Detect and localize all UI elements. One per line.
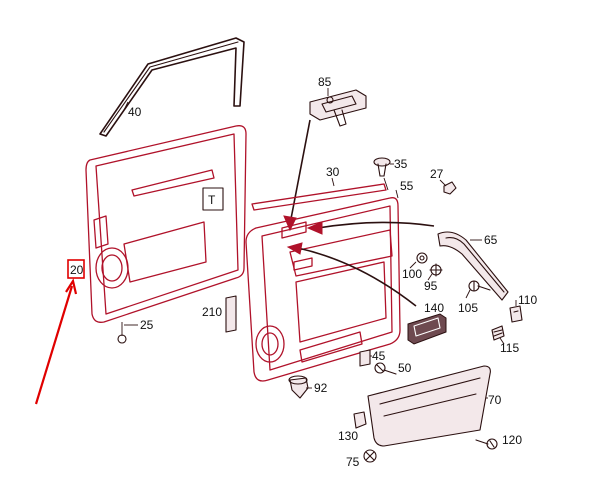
push-clip-92-part [288,375,309,399]
callout-110: 110 [518,293,537,307]
callout-105: 105 [458,301,478,315]
screw-95-part [429,263,443,277]
callout-50: 50 [398,361,412,375]
foam-pad-part [225,295,237,333]
clip-130-part [353,411,367,429]
screw-50-part [374,362,397,375]
screw-75-part [363,449,377,463]
screw-105-part [468,280,491,292]
callout-55: 55 [400,179,414,193]
callout-100: 100 [402,267,422,281]
lower-trim-part [367,365,491,447]
washer-part [416,252,428,264]
callout-70: 70 [488,393,502,407]
tag-box [202,187,224,211]
clip-110-part [509,305,523,323]
trim-strip-part [251,183,387,211]
callout-45: 45 [372,349,386,363]
callout-75: 75 [346,455,360,469]
door-inner-shell-part [85,125,247,323]
arrowhead-140 [286,242,303,255]
callout-20: 20 [70,263,84,277]
callout-30: 30 [326,165,340,179]
callout-85: 85 [318,75,332,89]
callout-92: 92 [314,381,328,395]
tag-t-label: T [208,193,216,207]
grommet-part [443,181,457,195]
door-trim-panel-part [245,197,401,382]
callout-210: 210 [202,305,222,319]
window-channel-frame-part [99,37,245,137]
highlight-box-20 [67,259,85,279]
grab-handle-part [437,231,509,301]
callout-120: 120 [502,433,522,447]
retaining-clip-part [373,157,391,177]
assembly-arrow-85 [289,119,311,225]
callout-95: 95 [424,279,438,293]
callout-115: 115 [500,341,519,355]
assembly-arrow-65 [317,221,435,229]
callout-140: 140 [424,301,444,315]
callout-40: 40 [128,105,142,119]
arrowhead-65 [306,221,323,235]
clip-115-part [491,325,505,341]
inner-door-handle-part [407,313,447,345]
callout-25: 25 [140,318,154,332]
callout-35: 35 [394,157,408,171]
screw-120-part [475,438,498,450]
door-handle-housing-part [309,89,367,127]
red-pointer-arrow [34,285,74,405]
clip-45-part [359,349,371,367]
callout-130: 130 [338,429,358,443]
callout-27: 27 [430,167,444,181]
plug-part [117,334,127,344]
assembly-arrow-140 [297,247,417,307]
red-arrowhead [65,278,78,295]
callout-65: 65 [484,233,498,247]
